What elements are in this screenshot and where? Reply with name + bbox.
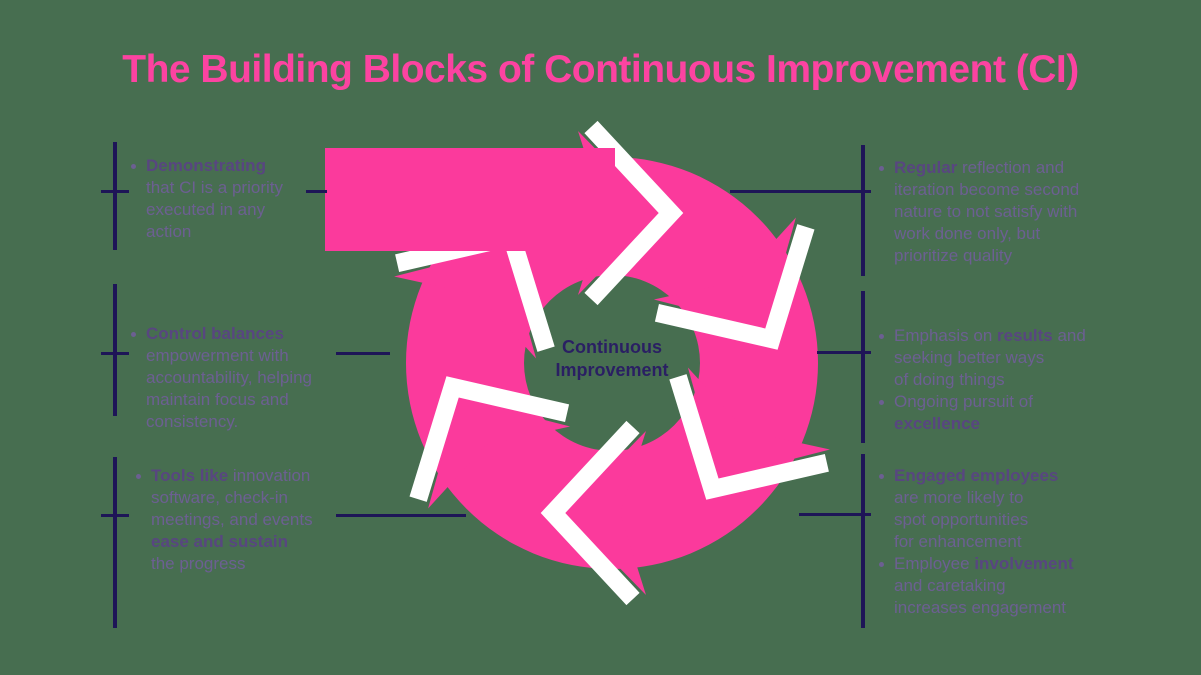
right-top-connector bbox=[730, 190, 871, 193]
bullet-dot-icon bbox=[131, 164, 136, 169]
right-bottom-connector bbox=[799, 513, 871, 516]
cycle-ring bbox=[406, 157, 818, 569]
cycle-center-line2: Improvement bbox=[555, 360, 669, 380]
bullet-dot-icon bbox=[879, 166, 884, 171]
bullet-dot-icon bbox=[879, 474, 884, 479]
left-middle-bracket-bar bbox=[113, 284, 117, 416]
bullet-item: Ongoing pursuit of excellence bbox=[879, 391, 1119, 435]
right-bottom-bracket-bar bbox=[861, 454, 865, 628]
right-middle-bracket-bar bbox=[861, 291, 865, 443]
bullet-dot-icon bbox=[879, 334, 884, 339]
bullet-dot-icon bbox=[136, 474, 141, 479]
page-title: The Building Blocks of Continuous Improv… bbox=[122, 48, 1079, 91]
bullet-dot-icon bbox=[879, 562, 884, 567]
left-top-bracket-bar bbox=[113, 142, 117, 250]
left-middle-tick bbox=[101, 352, 129, 355]
bullet-dot-icon bbox=[131, 332, 136, 337]
right-top-bracket-bar bbox=[861, 145, 865, 276]
bullet-dot-icon bbox=[879, 400, 884, 405]
left-bottom-connector bbox=[336, 514, 466, 517]
bullet-text: Ongoing pursuit of excellence bbox=[894, 392, 1033, 433]
left-top-connector bbox=[306, 190, 327, 193]
right-middle-connector bbox=[817, 351, 871, 354]
left-bottom-tick bbox=[101, 514, 129, 517]
left-middle-connector bbox=[336, 352, 390, 355]
cycle-entry-band bbox=[325, 148, 615, 251]
cycle-center-label: Continuous Improvement bbox=[512, 336, 712, 382]
left-top-tick bbox=[101, 190, 129, 193]
cycle-center-line1: Continuous bbox=[562, 337, 662, 357]
left-bottom-bracket-bar bbox=[113, 457, 117, 628]
